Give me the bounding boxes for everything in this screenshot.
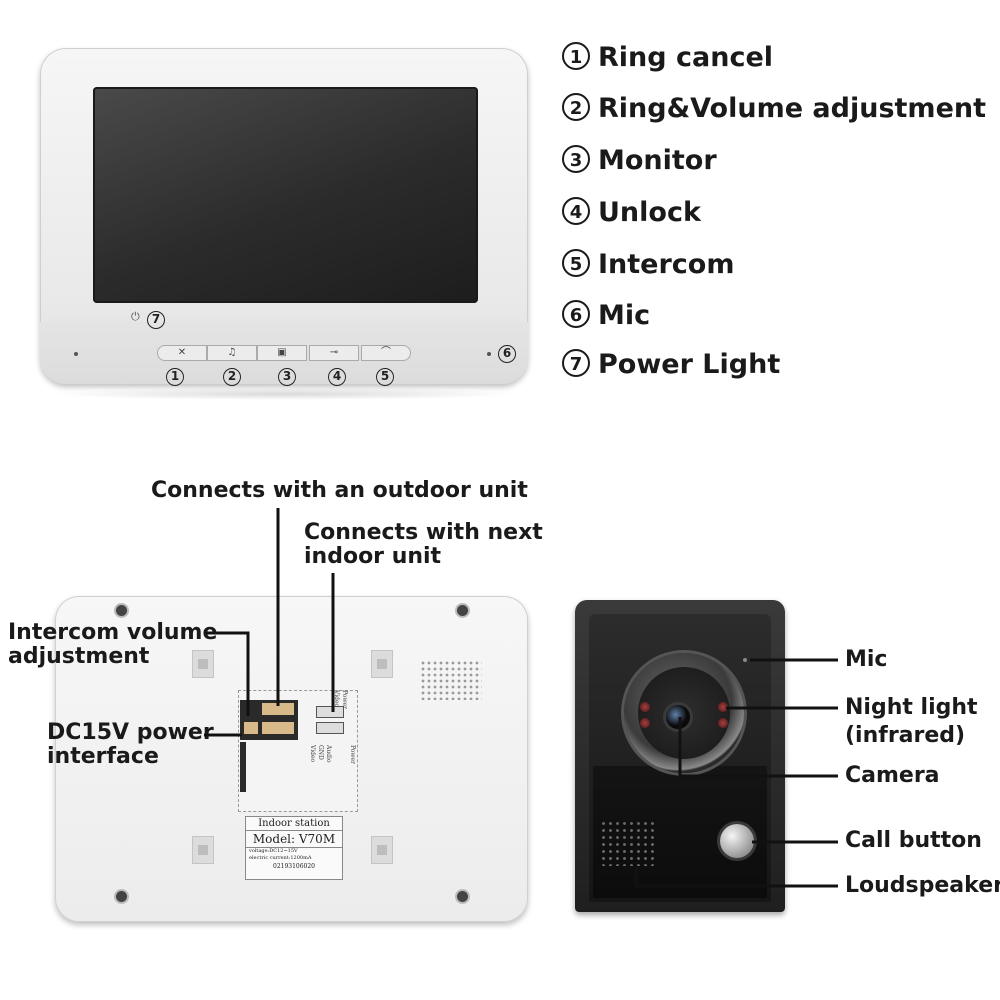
power-light-number: 7 bbox=[147, 311, 165, 329]
screw bbox=[116, 605, 127, 616]
legend-label: Monitor bbox=[598, 145, 717, 176]
legend-label: Intercom bbox=[598, 249, 735, 280]
bell-off-icon: ✕ bbox=[177, 347, 187, 358]
legend-item-intercom: 5 Intercom bbox=[562, 249, 735, 280]
monitor-shadow bbox=[48, 388, 520, 400]
leader-volume bbox=[206, 631, 250, 716]
plate-title: Indoor station bbox=[246, 817, 342, 831]
callout-volume-2: adjustment bbox=[8, 644, 150, 669]
plate-model: Model: V70M bbox=[246, 831, 342, 848]
callout-volume-1: Intercom volume bbox=[8, 620, 218, 645]
left-dot bbox=[74, 352, 78, 356]
connector-edge bbox=[240, 742, 246, 792]
camera-lens bbox=[666, 705, 690, 729]
intercom-button[interactable]: ⌒ bbox=[361, 345, 411, 361]
infrared-led bbox=[640, 702, 650, 712]
mount-slot bbox=[192, 836, 214, 864]
legend-label: Unlock bbox=[598, 197, 701, 228]
button-number-1: 1 bbox=[166, 368, 184, 386]
mic-number: 6 bbox=[498, 345, 516, 363]
plate-voltage: voltage:DC12~15V bbox=[249, 848, 298, 854]
next-indoor-connector bbox=[316, 722, 344, 734]
model-label-plate: Indoor station Model: V70M voltage:DC12~… bbox=[245, 816, 343, 880]
loudspeaker-grille bbox=[600, 820, 654, 866]
legend-item-power-light: 7 Power Light bbox=[562, 349, 780, 380]
legend-item-ring-volume: 2 Ring&Volume adjustment bbox=[562, 93, 986, 124]
legend-number: 7 bbox=[562, 349, 590, 377]
monitor-screen bbox=[93, 87, 478, 303]
power-connector bbox=[244, 722, 258, 734]
plate-current: electric current:1200mA bbox=[249, 855, 312, 861]
outdoor-connector bbox=[262, 703, 294, 715]
legend-number: 6 bbox=[562, 300, 590, 328]
callout-night-light-2: (infrared) bbox=[845, 723, 966, 748]
callout-camera: Camera bbox=[845, 763, 940, 788]
call-button[interactable] bbox=[720, 824, 754, 858]
legend-item-ring-cancel: 1 Ring cancel bbox=[562, 42, 773, 73]
legend-label: Ring cancel bbox=[598, 42, 774, 73]
callout-mic: Mic bbox=[845, 647, 888, 672]
legend-number: 1 bbox=[562, 42, 590, 70]
callout-call-button: Call button bbox=[845, 828, 982, 853]
button-number-4: 4 bbox=[328, 368, 346, 386]
outdoor-connector bbox=[262, 722, 294, 734]
legend-number: 2 bbox=[562, 93, 590, 121]
leader-camera bbox=[678, 717, 838, 778]
outdoor-mic bbox=[743, 658, 747, 662]
legend-item-unlock: 4 Unlock bbox=[562, 197, 701, 228]
legend-number: 5 bbox=[562, 249, 590, 277]
callout-next-indoor-2: indoor unit bbox=[304, 544, 442, 569]
handset-icon: ⌒ bbox=[381, 347, 391, 358]
mic-dot bbox=[487, 352, 491, 356]
callout-night-light-1: Night light bbox=[845, 695, 978, 720]
button-number-3: 3 bbox=[278, 368, 296, 386]
legend-number: 4 bbox=[562, 197, 590, 225]
ring-cancel-button[interactable]: ✕ bbox=[157, 345, 207, 361]
next-indoor-connector bbox=[316, 706, 344, 718]
mount-slot bbox=[371, 836, 393, 864]
power-light-icon: ⏻ bbox=[131, 310, 140, 323]
callout-outdoor-unit: Connects with an outdoor unit bbox=[151, 478, 528, 503]
music-note-icon: ♫ bbox=[227, 347, 237, 358]
legend-label: Power Light bbox=[598, 349, 781, 380]
mount-slot bbox=[192, 650, 214, 678]
monitor-icon: ▣ bbox=[277, 347, 287, 358]
legend-number: 3 bbox=[562, 145, 590, 173]
ring-volume-button[interactable]: ♫ bbox=[207, 345, 257, 361]
monitor-button[interactable]: ▣ bbox=[257, 345, 307, 361]
callout-loudspeaker: Loudspeaker bbox=[845, 873, 1000, 898]
key-icon: ⊸ bbox=[329, 347, 339, 358]
button-number-2: 2 bbox=[223, 368, 241, 386]
callout-power-2: interface bbox=[47, 744, 159, 769]
legend-label: Ring&Volume adjustment bbox=[598, 93, 987, 124]
infrared-led bbox=[640, 718, 650, 728]
callout-next-indoor-1: Connects with next bbox=[304, 520, 543, 545]
screw bbox=[116, 891, 127, 902]
plate-serial: 02193106020 bbox=[273, 863, 315, 870]
legend-item-mic: 6 Mic bbox=[562, 300, 650, 331]
screw bbox=[457, 891, 468, 902]
callout-power-1: DC15V power bbox=[47, 720, 214, 745]
infrared-led bbox=[718, 718, 728, 728]
monitor-buttons: ✕ ♫ ▣ ⊸ ⌒ bbox=[157, 345, 411, 361]
mount-slot bbox=[371, 650, 393, 678]
unlock-button[interactable]: ⊸ bbox=[309, 345, 359, 361]
legend-label: Mic bbox=[598, 300, 651, 331]
button-number-5: 5 bbox=[376, 368, 394, 386]
leader-loudspeaker bbox=[634, 866, 838, 888]
rear-speaker-grille bbox=[420, 660, 482, 700]
screw bbox=[457, 605, 468, 616]
infrared-led bbox=[718, 702, 728, 712]
legend-item-monitor: 3 Monitor bbox=[562, 145, 717, 176]
